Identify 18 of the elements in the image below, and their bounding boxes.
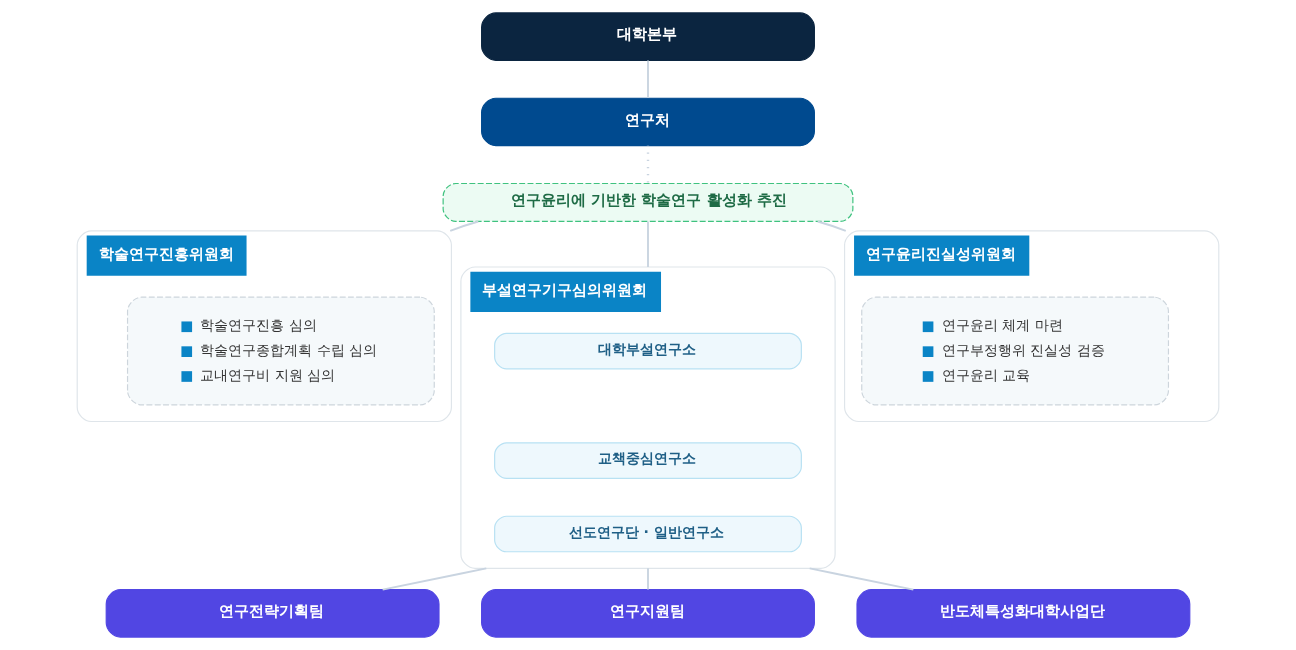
node-box: 연구지원팀 — [481, 589, 815, 638]
node-box: 반도체특성화대학사업단 — [856, 589, 1191, 638]
connector — [816, 220, 847, 232]
node-box: 선도연구단 · 일반연구소 — [494, 515, 802, 553]
connector — [449, 220, 480, 232]
node-box: 학술연구진흥 심의 학술연구종합계획 수립 심의 교내연구비 지원 심의 — [126, 296, 435, 406]
connector — [808, 567, 915, 591]
node-box: 연구윤리 체계 마련 연구부정행위 진실성 검증 연구윤리 교육 — [861, 296, 1170, 406]
node-box: 연구윤리에 기반한 학술연구 활성화 추진 — [442, 182, 854, 222]
connector — [647, 220, 649, 268]
connector — [647, 567, 649, 591]
connector — [381, 567, 488, 591]
node-box: 연구처 — [481, 97, 815, 147]
connector — [647, 59, 649, 100]
node-box: 대학본부 — [481, 12, 815, 61]
node-box: 대학부설연구소 — [494, 332, 802, 370]
node-box: 교책중심연구소 — [494, 442, 802, 479]
node-box: 연구전략기획팀 — [105, 589, 440, 638]
